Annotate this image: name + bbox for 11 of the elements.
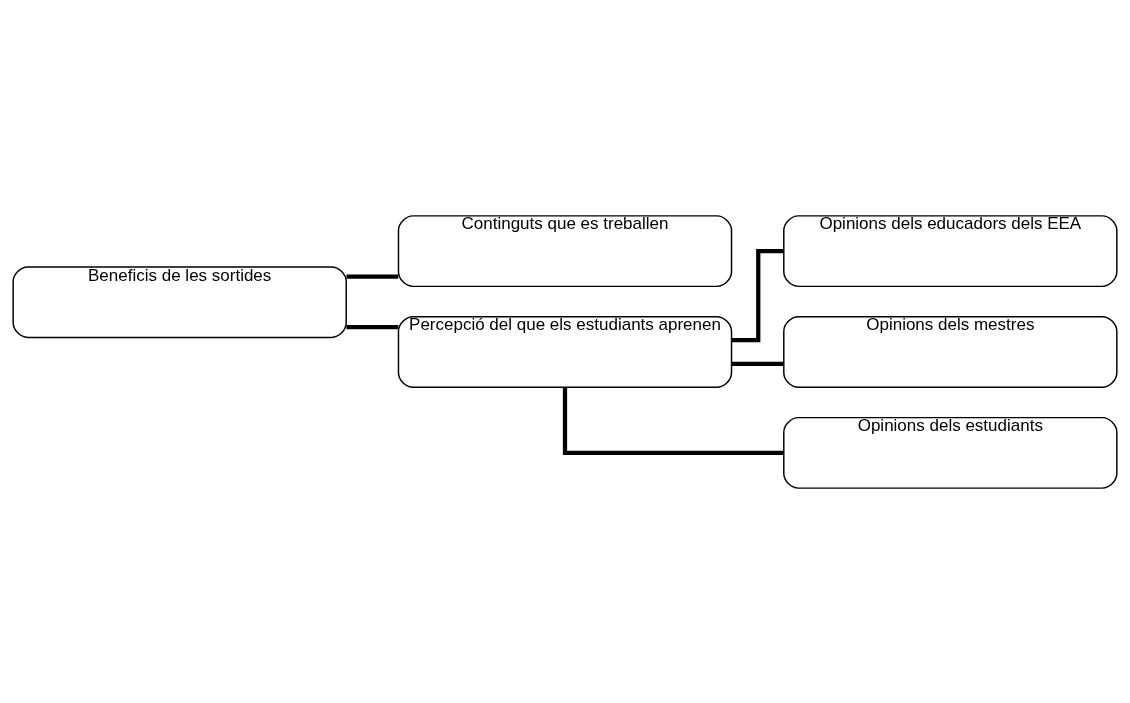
connector (562, 386, 784, 455)
node-box: Opinions dels mestres (783, 315, 1118, 388)
node-box: Beneficis de les sortides (12, 265, 347, 338)
connector (731, 248, 784, 342)
node-box: Continguts que es treballen (397, 214, 733, 287)
connector (346, 274, 399, 279)
connector (731, 361, 784, 366)
connector (346, 324, 399, 329)
node-box: Opinions dels estudiants (783, 416, 1118, 489)
node-box: Opinions dels educadors dels EEA (783, 214, 1118, 287)
node-box: Percepció del que els estudiants aprenen (397, 315, 733, 388)
